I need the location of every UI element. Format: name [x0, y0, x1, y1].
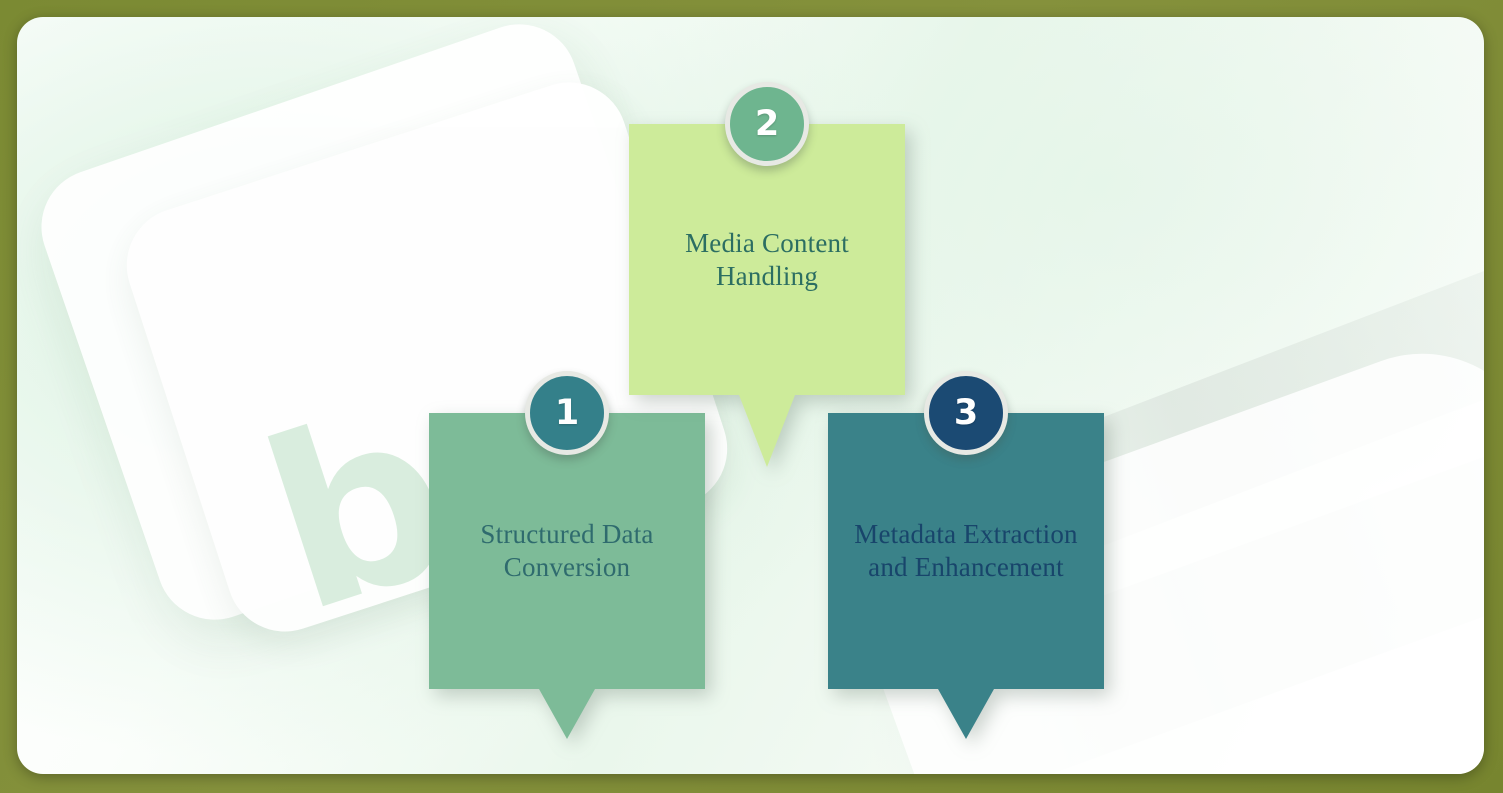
card-1-text-area: Structured Data Conversion: [429, 413, 705, 689]
card-3-shape: [828, 413, 1104, 739]
card-1-number-badge: 1: [525, 371, 609, 455]
card-2-shape: [629, 124, 905, 467]
card-2-text-area: Media Content Handling: [629, 124, 905, 395]
card-3-number: 3: [953, 392, 979, 433]
card-2-label: Media Content Handling: [685, 227, 849, 291]
process-step-card-1[interactable]: Structured Data Conversion 1: [429, 371, 705, 739]
card-3-text-area: Metadata Extraction and Enhancement: [828, 413, 1104, 689]
card-1-number: 1: [554, 392, 580, 433]
card-1-label: Structured Data Conversion: [480, 519, 654, 582]
card-2-number-badge: 2: [725, 82, 809, 166]
process-step-card-2[interactable]: Media Content Handling 2: [629, 82, 905, 467]
process-step-card-3[interactable]: Metadata Extraction and Enhancement 3: [828, 371, 1104, 739]
card-3-label: Metadata Extraction and Enhancement: [854, 519, 1078, 582]
process-diagram: Structured Data Conversion 1 Media Conte…: [17, 17, 1484, 774]
card-1-shape: [429, 413, 705, 739]
card-3-number-badge: 3: [924, 371, 1008, 455]
slide-canvas: b Structured Data Conversion 1: [17, 17, 1484, 774]
card-2-number: 2: [754, 103, 780, 144]
